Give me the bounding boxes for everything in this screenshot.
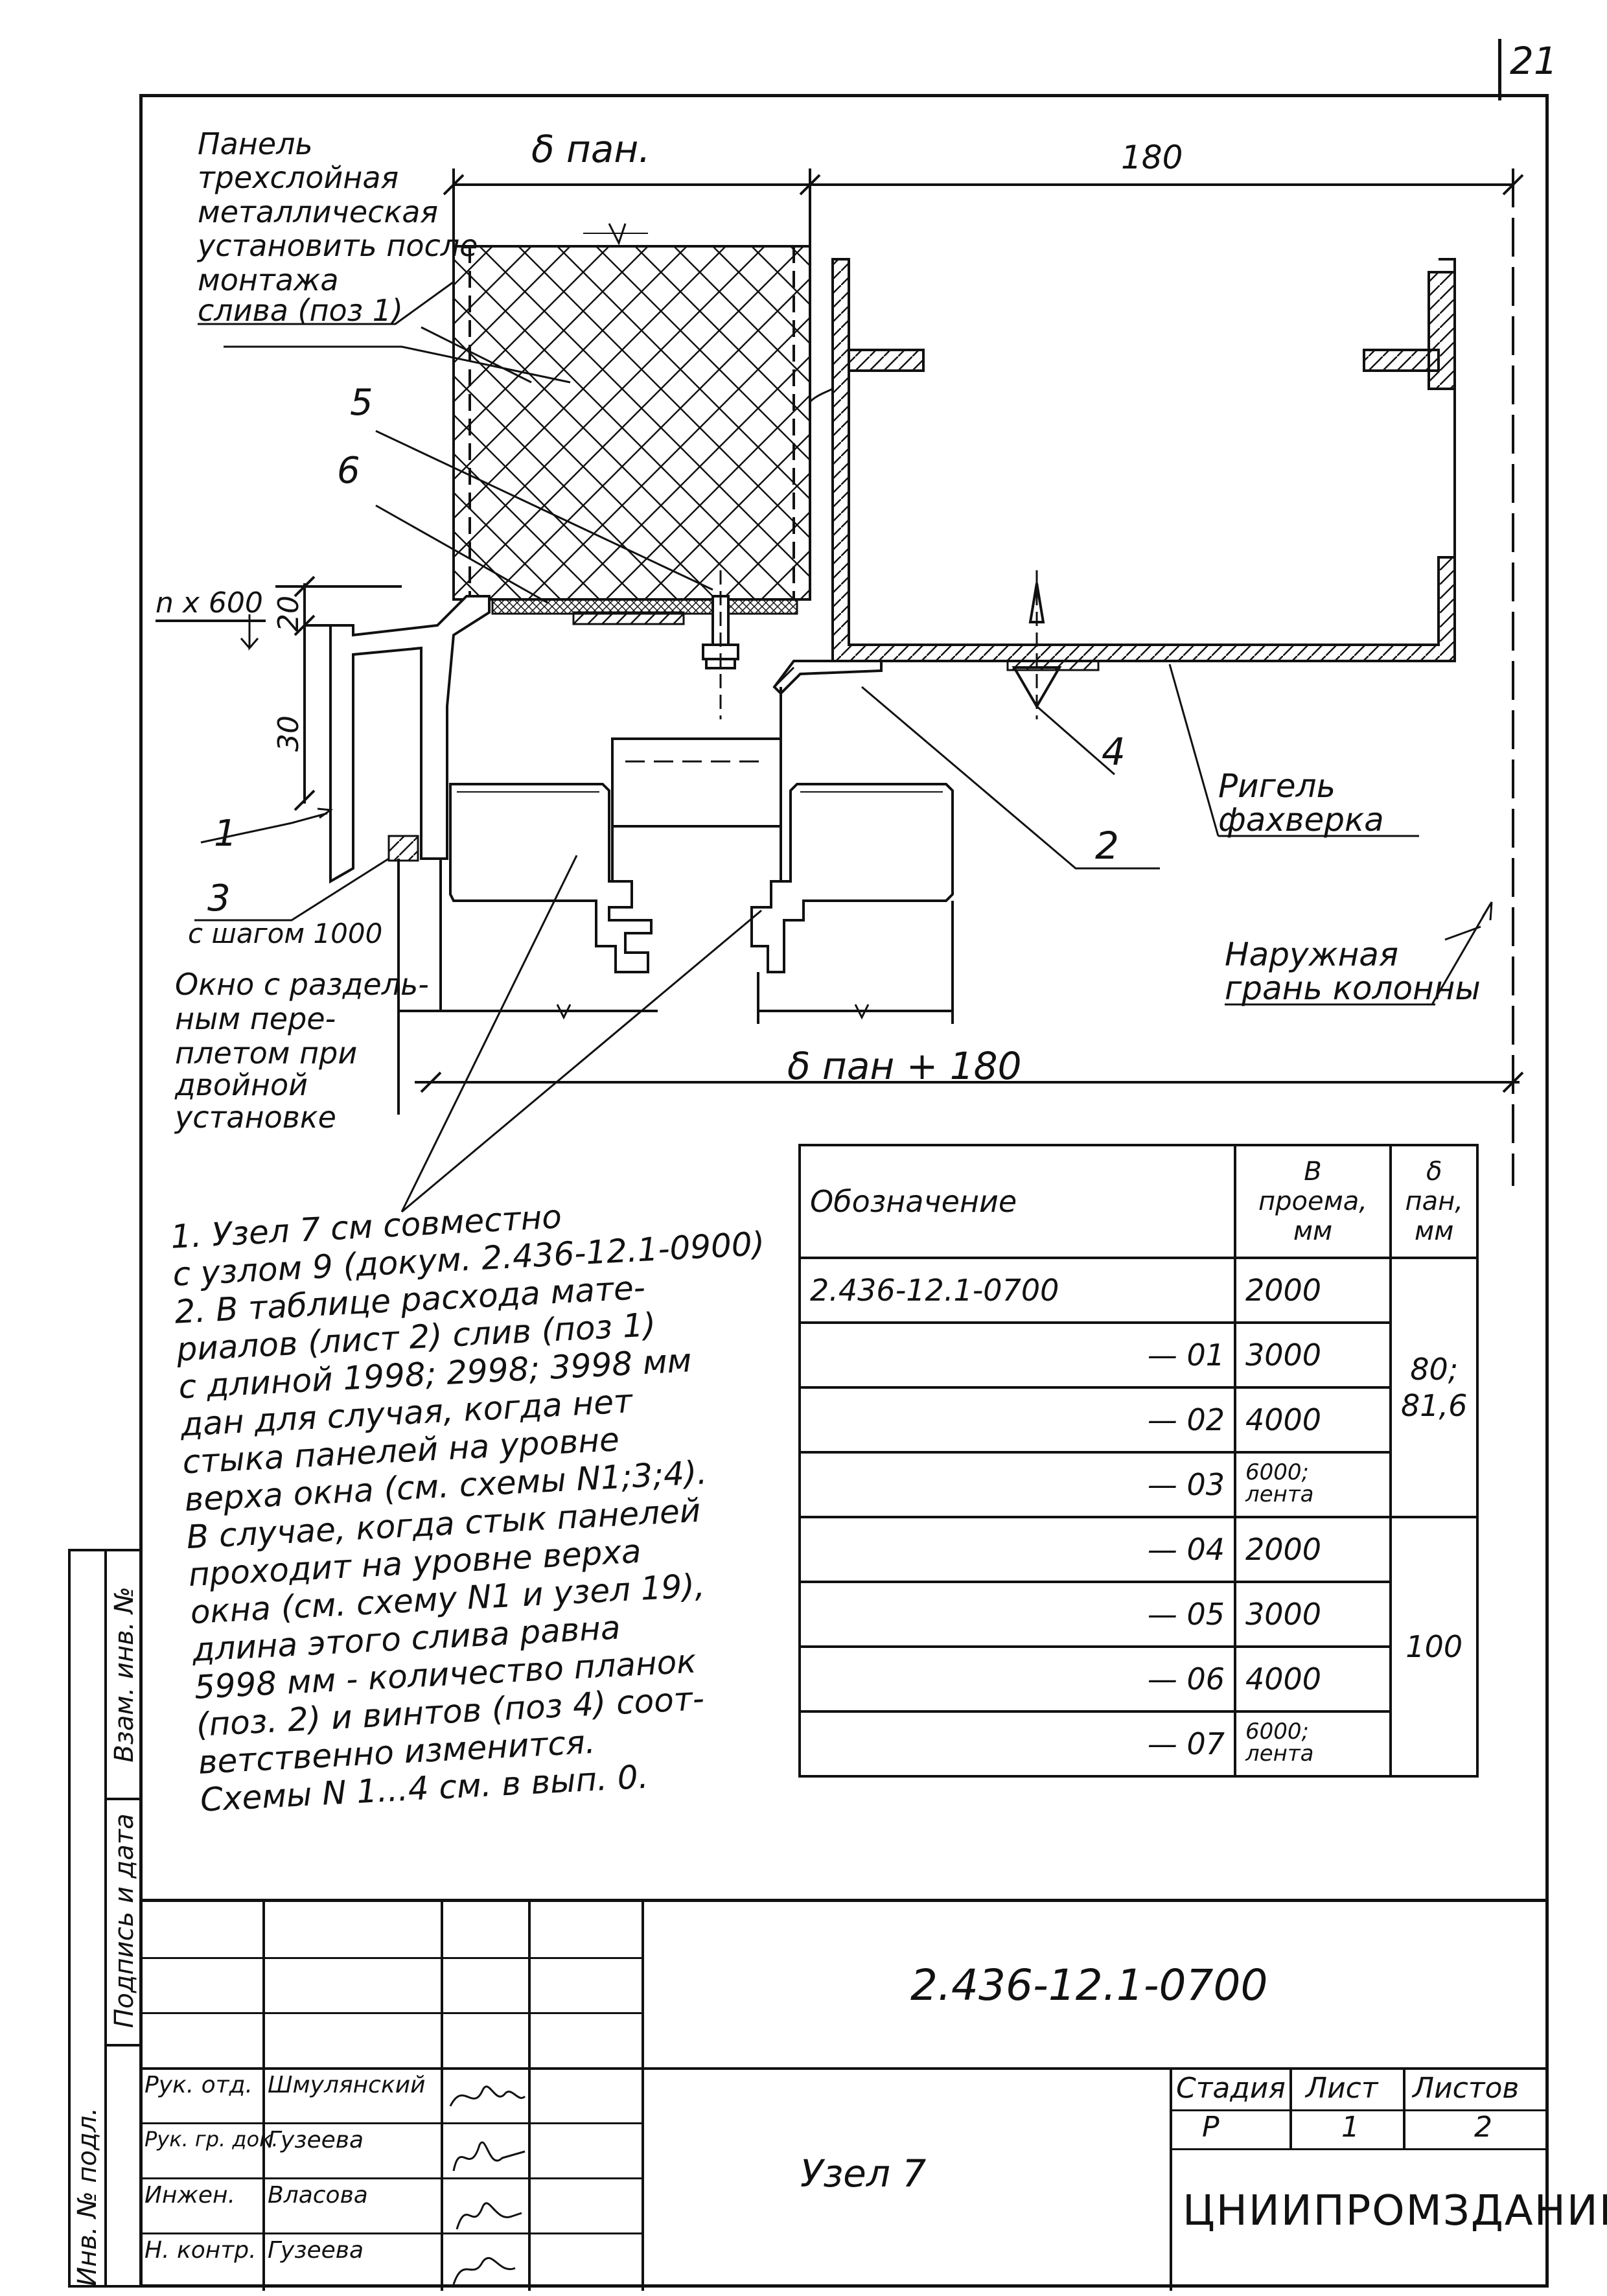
row-b: 2000 <box>1234 1257 1392 1324</box>
sheets-value: 2 <box>1474 2111 1492 2144</box>
dim-label-30: 30 <box>272 715 305 752</box>
sheets-label: Листов <box>1413 2072 1520 2105</box>
table-row: — 04 2000 100 <box>798 1516 1479 1778</box>
sign-name: Гузеева <box>268 2127 364 2153</box>
side-cell: Подпись и дата <box>107 1798 142 2047</box>
row-code: — 06 <box>798 1645 1236 1713</box>
title-block: 2.436-12.1-0700 Узел 7 Стадия Лист Листо… <box>139 1899 1607 2291</box>
sign-role: Рук. гр. док. <box>145 2127 279 2151</box>
label-pos-4: 4 <box>1102 730 1126 774</box>
d-group-2: 100 <box>1389 1516 1479 1778</box>
label-pos-2: 2 <box>1095 824 1119 868</box>
sign-role: Инжен. <box>145 2182 236 2209</box>
row-code: — 01 <box>798 1321 1236 1389</box>
label-pos-5: 5 <box>350 382 373 424</box>
sheet-value: 1 <box>1341 2111 1359 2144</box>
spec-table-header-row: Обозначение В проема, мм δ пан, мм <box>798 1144 1479 1259</box>
side-stamp: Инв. № подл. Взам. инв. № Подпись и дата <box>68 1549 142 2288</box>
header-d-panel: δ пан, мм <box>1389 1144 1479 1259</box>
sign-role: Рук. отд. <box>145 2072 253 2098</box>
row-code: — 02 <box>798 1386 1236 1454</box>
label-pos-6: 6 <box>337 450 360 492</box>
row-b-cell: 6000; лента <box>1234 1451 1392 1518</box>
row-b: 4000 <box>1234 1645 1392 1713</box>
row-b: 3000 <box>1234 1321 1392 1389</box>
row-b: 4000 <box>1234 1386 1392 1454</box>
inv-no-label: Инв. № подл. <box>73 2107 102 2287</box>
sheet-number: 21 <box>1510 39 1558 83</box>
row-code: 2.436-12.1-0700 <box>798 1257 1236 1324</box>
side-cell: Взам. инв. № <box>107 1551 142 1800</box>
document-code: 2.436-12.1-0700 <box>910 1960 1268 2010</box>
organization-name: ЦНИИПРОМЗДАНИЙ <box>1183 2187 1607 2235</box>
side-stamp-left-column: Инв. № подл. <box>71 1551 104 2287</box>
dim-label-total: δ пан + 180 <box>787 1044 1021 1088</box>
table-row: — 05 3000 <box>798 1581 1477 1648</box>
table-row: — 01 3000 <box>798 1321 1477 1389</box>
rigel-channel <box>831 258 1456 662</box>
drawing-title: Узел 7 <box>800 2151 927 2196</box>
spec-table: Обозначение В проема, мм δ пан, мм 2.436… <box>798 1144 1479 1778</box>
table-row: — 02 4000 <box>798 1386 1477 1454</box>
row-code: — 03 <box>798 1451 1236 1518</box>
header-b-opening: В проема, мм <box>1234 1144 1392 1259</box>
row-b: 6000; лента <box>1245 1718 1314 1767</box>
label-pos-1: 1 <box>214 813 237 855</box>
row-code: — 07 <box>798 1710 1236 1778</box>
label-pos-3-step: с шагом 1000 <box>188 918 382 949</box>
stage-value: Р <box>1202 2111 1220 2144</box>
table-row: — 06 4000 <box>798 1645 1477 1713</box>
header-designation: Обозначение <box>798 1144 1236 1259</box>
side-stamp-divider <box>104 1551 107 2285</box>
node-drawing: δ пан. 180 δ пан + 180 20 30 n x 600 Пан… <box>156 126 1524 1213</box>
table-row: — 07 6000; лента <box>798 1710 1477 1778</box>
drip-flashing <box>329 595 491 884</box>
general-notes: 1. Узел 7 см совместно с узлом 9 (докум.… <box>170 1198 766 1819</box>
label-window: Окно с раздель- ным пере- плетом при дво… <box>174 967 438 1135</box>
side-stamp-right-column: Взам. инв. № Подпись и дата <box>107 1551 142 2285</box>
row-b: 6000; лента <box>1245 1459 1314 1507</box>
d-group-1: 80; 81,6 <box>1389 1257 1479 1518</box>
sandwich-panel <box>452 245 811 601</box>
dim-label-panel-thickness: δ пан. <box>531 127 651 171</box>
row-code: — 05 <box>798 1581 1236 1648</box>
side-cell-label: Подпись и дата <box>110 1813 139 2028</box>
row-b: 3000 <box>1234 1581 1392 1648</box>
row-code: — 04 <box>798 1516 1236 1583</box>
label-pos-3: 3 <box>207 877 231 920</box>
sign-name: Гузеева <box>268 2237 364 2264</box>
sheet-frame <box>139 94 1549 2288</box>
stage-label: Стадия <box>1176 2072 1286 2105</box>
top-edge-tick <box>1498 39 1501 100</box>
label-rigel: Ригель фахверка <box>1218 767 1384 839</box>
label-nx600: n x 600 <box>156 586 263 620</box>
window-sash-right <box>750 783 954 973</box>
signature-scribbles <box>449 2085 526 2285</box>
sign-name: Власова <box>268 2182 368 2209</box>
side-cell-label: Взам. инв. № <box>110 1586 139 1763</box>
window-frame-head <box>611 737 782 828</box>
table-row: — 03 6000; лента <box>798 1451 1477 1518</box>
row-b-cell: 6000; лента <box>1234 1710 1392 1778</box>
dim-label-20: 20 <box>272 596 305 632</box>
sign-name: Шмулянский <box>268 2072 426 2098</box>
row-b: 2000 <box>1234 1516 1392 1583</box>
label-column-face: Наружная грань колонны <box>1225 936 1481 1007</box>
label-panel: Панель трехслойная металлическая установ… <box>196 126 487 328</box>
sheet-label: Лист <box>1306 2072 1378 2105</box>
sign-role: Н. контр. <box>145 2237 257 2264</box>
window-sash-left <box>449 783 653 973</box>
table-row: 2.436-12.1-0700 2000 80; 81,6 <box>798 1257 1479 1518</box>
dim-label-180: 180 <box>1121 139 1183 176</box>
